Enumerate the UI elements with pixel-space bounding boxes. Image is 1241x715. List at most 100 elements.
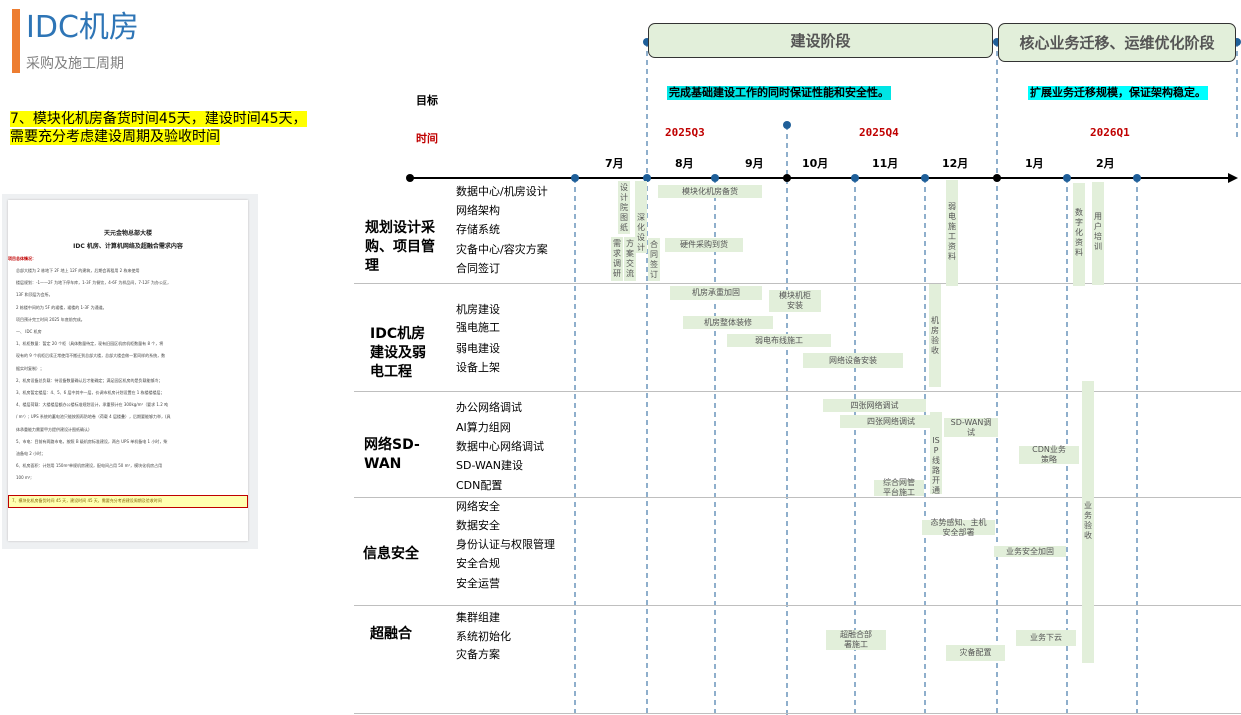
- quarter-marker: [783, 121, 791, 129]
- axis-arrow-icon: [1228, 173, 1238, 183]
- task-bar: CDN业务策略: [1019, 445, 1079, 464]
- item: 数据中心网络调试: [456, 440, 544, 453]
- item: 安全运营: [456, 577, 500, 590]
- task-bar: 数字化资料: [1073, 183, 1085, 286]
- doc-line: 13F 和顶层为会所。: [16, 292, 53, 298]
- item: 合同签订: [456, 262, 500, 275]
- task-bar: SD-WAN调试: [944, 418, 998, 437]
- month-label: 7月: [605, 157, 624, 170]
- task-bar: ISP线路开通: [930, 412, 942, 495]
- doc-line: 2 栋楼中间的为 5F 的裙楼，裙楼的 1-3F 为通道。: [16, 304, 107, 310]
- task-bar: 综合网管平台施工: [874, 478, 924, 497]
- item: 存储系统: [456, 223, 500, 236]
- item: 系统初始化: [456, 630, 511, 643]
- item: 设备上架: [456, 361, 500, 374]
- task-bar: 机房整体装修: [683, 316, 773, 329]
- item: 数据安全: [456, 519, 500, 532]
- task-bar: 超融合部署施工: [826, 630, 886, 650]
- goal-phase2: 扩展业务迁移规模，保证架构稳定。: [1028, 86, 1208, 100]
- time-label: 时间: [416, 132, 438, 145]
- document-thumbnail: [8, 200, 248, 541]
- item: 灾备方案: [456, 648, 500, 661]
- item: 机房建设: [456, 303, 500, 316]
- month-label: 9月: [745, 157, 764, 170]
- doc-line: 6、机房面积：计划用 150m²单规机房建设，配电间占用 50 m²，模块化机房…: [16, 463, 163, 469]
- task-bar: 业务下云: [1016, 630, 1076, 646]
- task-bar: 业务验收: [1082, 381, 1094, 663]
- task-bar: 用户培训: [1092, 182, 1104, 285]
- row-separator: [354, 713, 1241, 714]
- task-bar: 四张网络调试: [823, 399, 926, 412]
- task-bar: 设计院图纸: [618, 181, 630, 234]
- phase-construction: 建设阶段: [648, 23, 993, 58]
- axis-tick: [711, 174, 719, 182]
- item: SD-WAN建设: [456, 459, 524, 472]
- highlight-note: 7、模块化机房备货时间45天，建设时间45天，需要充分考虑建设周期及验收时间: [10, 110, 310, 146]
- month-label: 11月: [872, 157, 899, 170]
- month-label: 2月: [1096, 157, 1115, 170]
- task-bar: 灾备配置: [946, 645, 1005, 661]
- doc-line: 3、机房暂定楼层：4、5、6 层中其中一层，价调市机房计划设置在 1 栋楼楼楼层…: [16, 390, 165, 395]
- axis-tick: [1133, 174, 1141, 182]
- task-bar: 弱电布线施工: [727, 334, 831, 347]
- doc-line: / m²）; UPS 系统的蓄电池只能按照再防地卷（荷载 4 层楼叠），后期要能…: [16, 414, 171, 420]
- quarter-label: 2025Q4: [859, 126, 899, 139]
- row-separator: [354, 283, 1241, 284]
- item: 网络架构: [456, 204, 500, 217]
- goal-phase1: 完成基础建设工作的同时保证性能和安全性。: [667, 86, 891, 100]
- page-subtitle: 采购及施工周期: [26, 56, 124, 72]
- doc-line: 1、机柜数量：暂定 20 个柜（具体数量待定，现有旧园区机房机柜数量有 8 个，…: [16, 341, 164, 347]
- category-network: 网络SD-WAN: [364, 437, 420, 472]
- doc-line: 2、机房设备总负载：待设备数量确认后才能确定；满足园区机房的是负载能够冷；: [16, 377, 163, 383]
- doc-section: 项目总体情况：: [8, 256, 36, 261]
- task-bar: 机房验收: [929, 284, 941, 387]
- item: 安全合规: [456, 557, 500, 570]
- category-planning: 规划设计采购、项目管理: [365, 220, 435, 274]
- category-security: 信息安全: [363, 546, 419, 562]
- category-hci: 超融合: [370, 626, 412, 642]
- doc-line: 据实时复制）；: [16, 365, 44, 371]
- task-bar: 模块化机房备货: [658, 185, 762, 198]
- axis-tick: [1063, 174, 1071, 182]
- phase-migration: 核心业务迁移、运维优化阶段: [998, 23, 1236, 62]
- task-bar: 模块机柜安装: [769, 290, 821, 312]
- doc-line: 体承重能力需要甲方提供建设计图纸确认): [16, 426, 90, 432]
- month-label: 8月: [675, 157, 694, 170]
- task-bar: 四张网络调试: [840, 415, 942, 428]
- row-separator: [354, 497, 1241, 498]
- doc-title-1: 天元金物总部大楼: [103, 230, 152, 237]
- item: 弱电建设: [456, 342, 500, 355]
- doc-line: 4、楼层荷载：大楼楼层额办公楼标准规划设计，承重预计在 300kg/m²（要求 …: [16, 402, 169, 408]
- quarter-label: 2025Q3: [665, 126, 705, 139]
- axis-tick: [851, 174, 859, 182]
- task-bar: 硬件采购到货: [665, 238, 743, 252]
- doc-highlight-box: [8, 495, 248, 508]
- axis-start: [406, 174, 414, 182]
- doc-line: 项目预计完工时间 2025 年底前完成。: [16, 316, 85, 322]
- doc-line: 5、市电：目前有两路市电，按照 B 级机房标准建设，两台 UPS 单机备电 1 …: [16, 438, 168, 444]
- quarter-label: 2026Q1: [1090, 126, 1130, 139]
- task-bar: 业务安全加固: [994, 546, 1066, 557]
- item: 数据中心/机房设计: [456, 185, 548, 198]
- title-accent-bar: [12, 9, 20, 73]
- item: 集群组建: [456, 611, 500, 624]
- item: 强电施工: [456, 321, 500, 334]
- axis-tick: [571, 174, 579, 182]
- task-bar: 网络设备安装: [803, 353, 903, 368]
- goal-label: 目标: [416, 94, 438, 107]
- axis-tick: [993, 174, 1001, 182]
- item: 灾备中心/容灾方案: [456, 243, 548, 256]
- task-bar: 弱电施工资料: [946, 180, 958, 286]
- item: 身份认证与权限管理: [456, 538, 555, 551]
- doc-line: 100 m²;: [16, 475, 32, 481]
- page-title: IDC机房: [26, 10, 139, 45]
- doc-line: 楼层规划：-1——2F 为地下停车库，1-3F 为餐饮，4-6F 为样品间，7-…: [16, 280, 171, 286]
- month-label: 10月: [802, 157, 829, 170]
- item: 网络安全: [456, 500, 500, 513]
- doc-line: 总部大楼为 2 栋地下 2F 地上 12F 的建筑，后期会再租用 2 栋来使用: [16, 268, 140, 273]
- axis-tick: [643, 174, 651, 182]
- doc-line: 一、 IDC 机房: [16, 329, 42, 334]
- axis-tick: [921, 174, 929, 182]
- task-bar: 需求调研: [611, 237, 623, 281]
